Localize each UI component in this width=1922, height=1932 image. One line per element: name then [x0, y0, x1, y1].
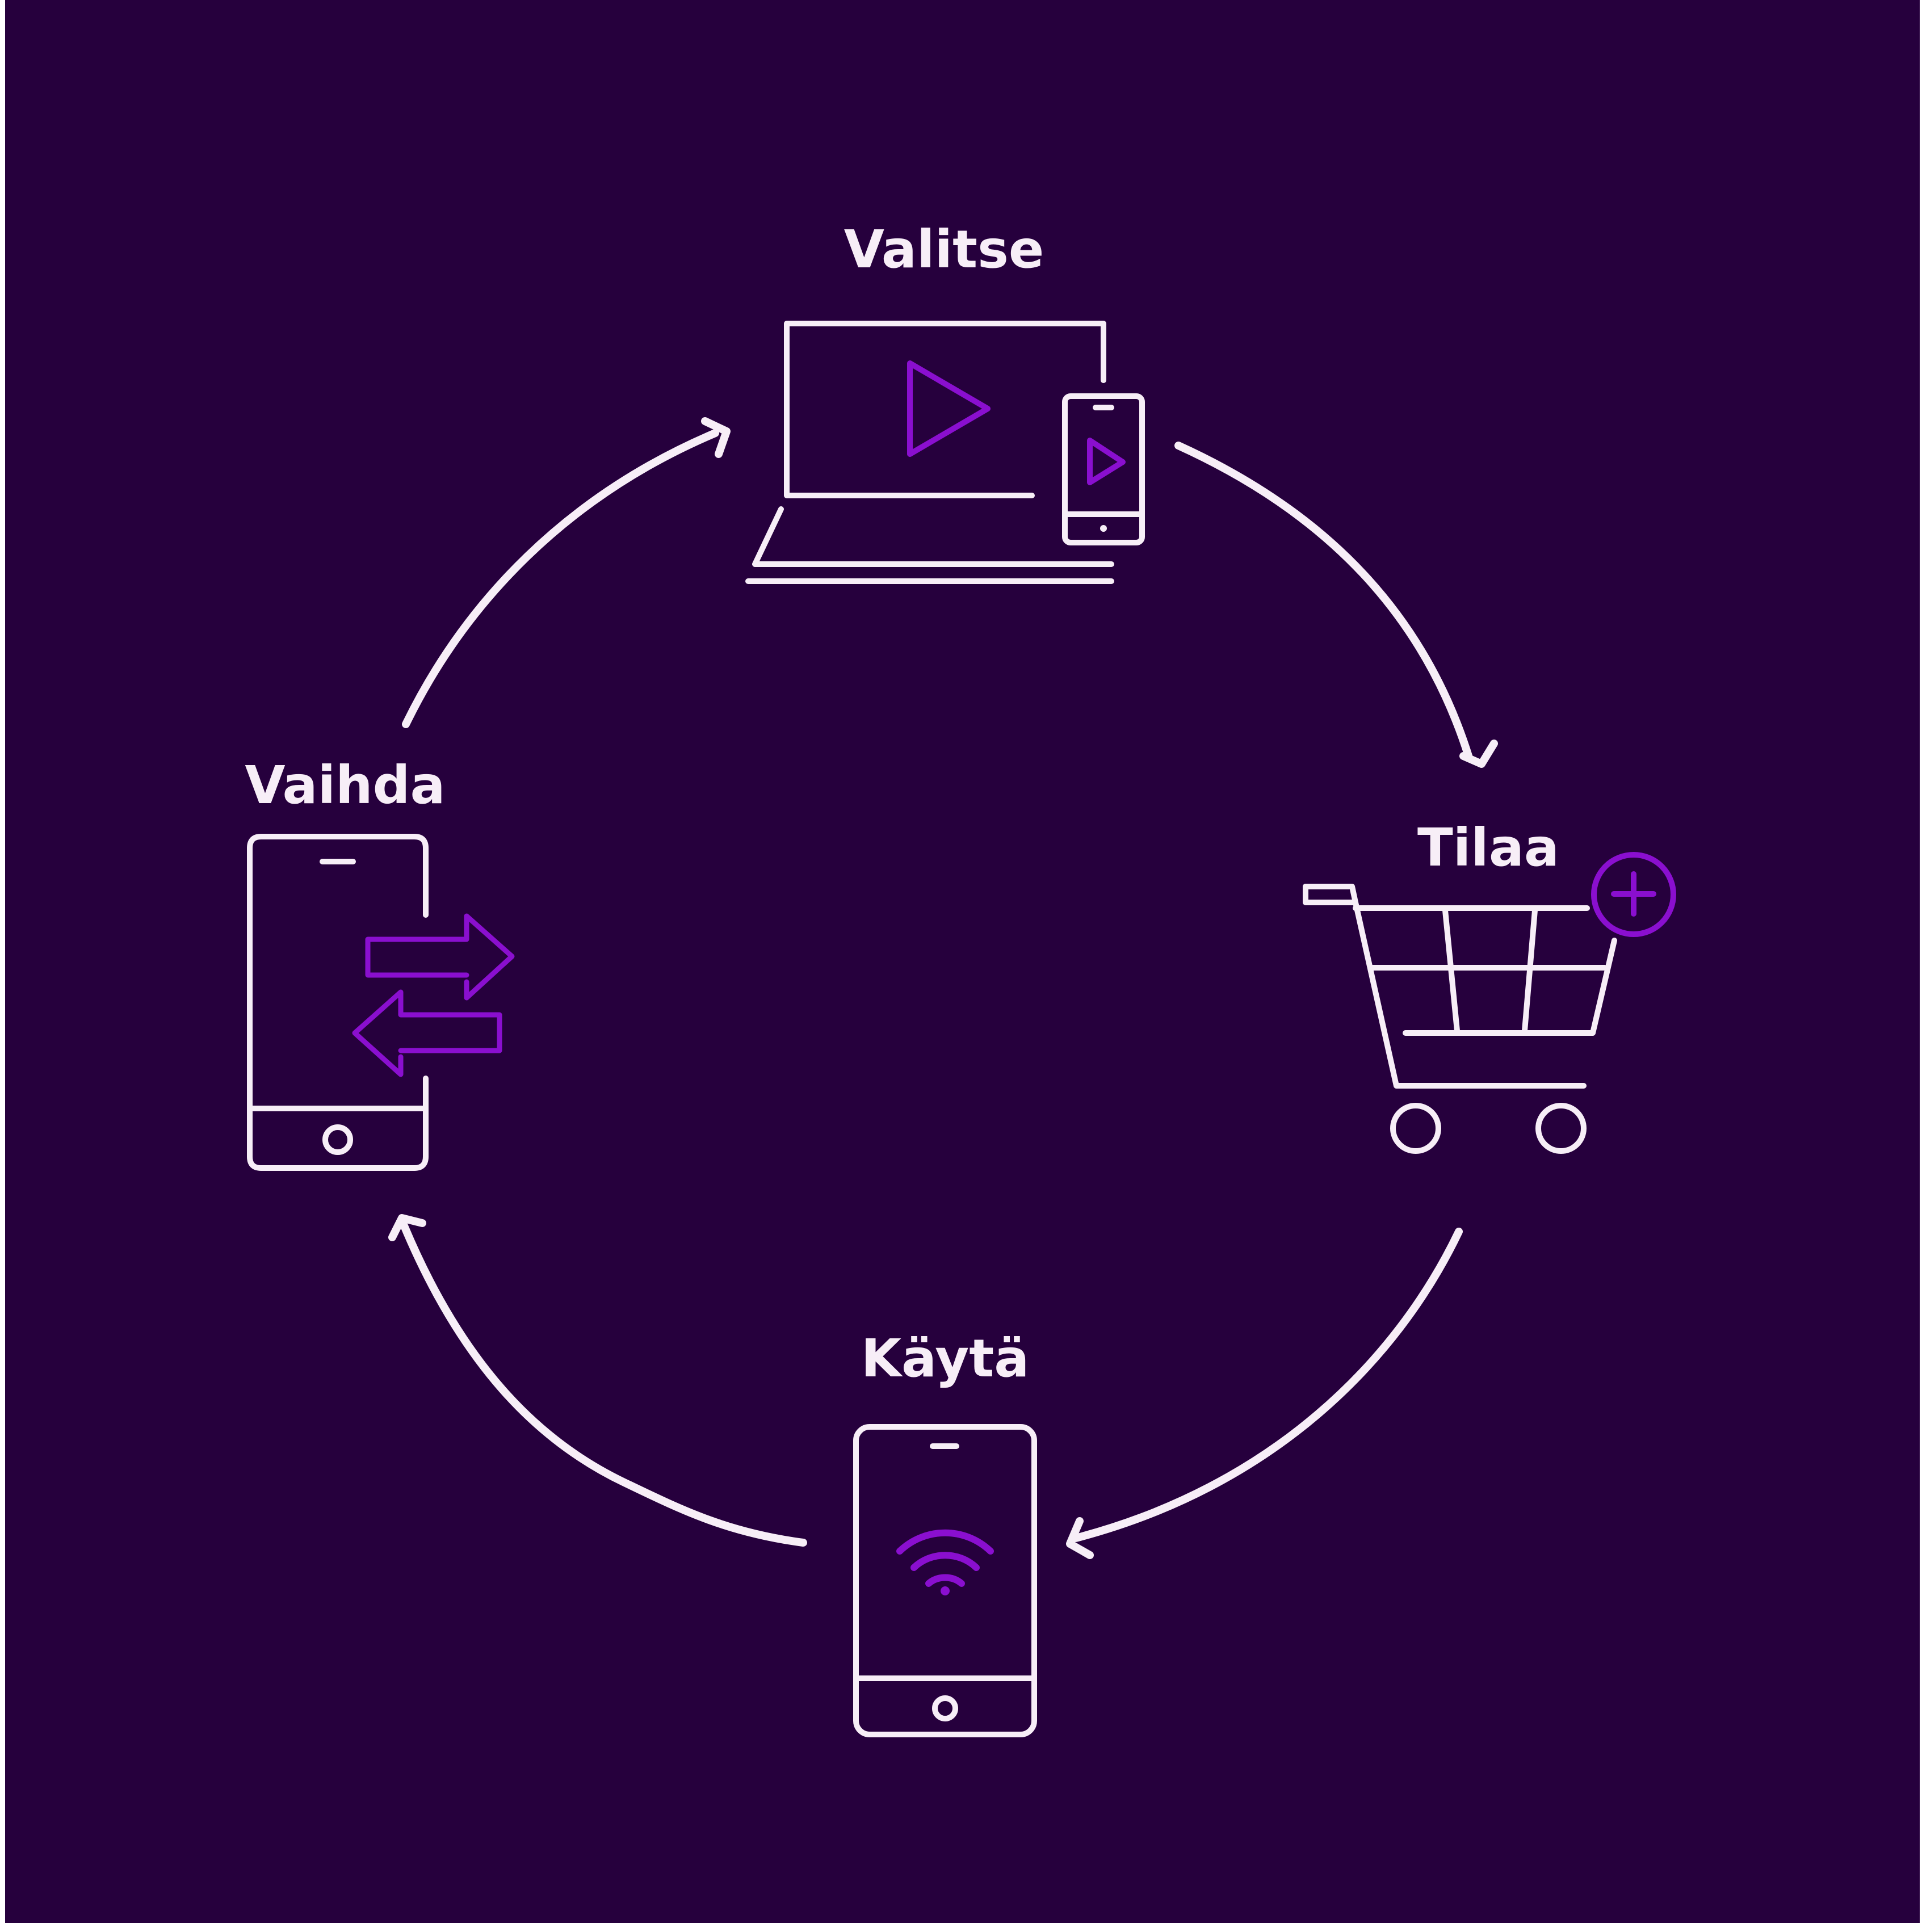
diagram-background: [5, 0, 1920, 1923]
arrow-kayta-to-vaihda: [388, 1214, 807, 1547]
shopping-cart-plus-icon: [1303, 852, 1676, 1154]
cycle-arrows: [388, 417, 1498, 1559]
arrow-vaihda-to-valitse: [402, 417, 731, 728]
arrow-tilaa-to-kayta: [1066, 1228, 1463, 1559]
phone-swap-arrows-icon: [247, 834, 515, 1171]
arrow-valitse-to-tilaa: [1174, 442, 1498, 768]
step-label-vaihda: Vaihda: [245, 755, 446, 816]
step-label-valitse: Valitse: [844, 219, 1044, 280]
laptop-and-phone-play-icon: [745, 321, 1145, 584]
phone-wifi-icon: [853, 1424, 1037, 1737]
step-label-tilaa: Tilaa: [1417, 817, 1559, 878]
step-label-kayta: Käytä: [861, 1328, 1030, 1389]
